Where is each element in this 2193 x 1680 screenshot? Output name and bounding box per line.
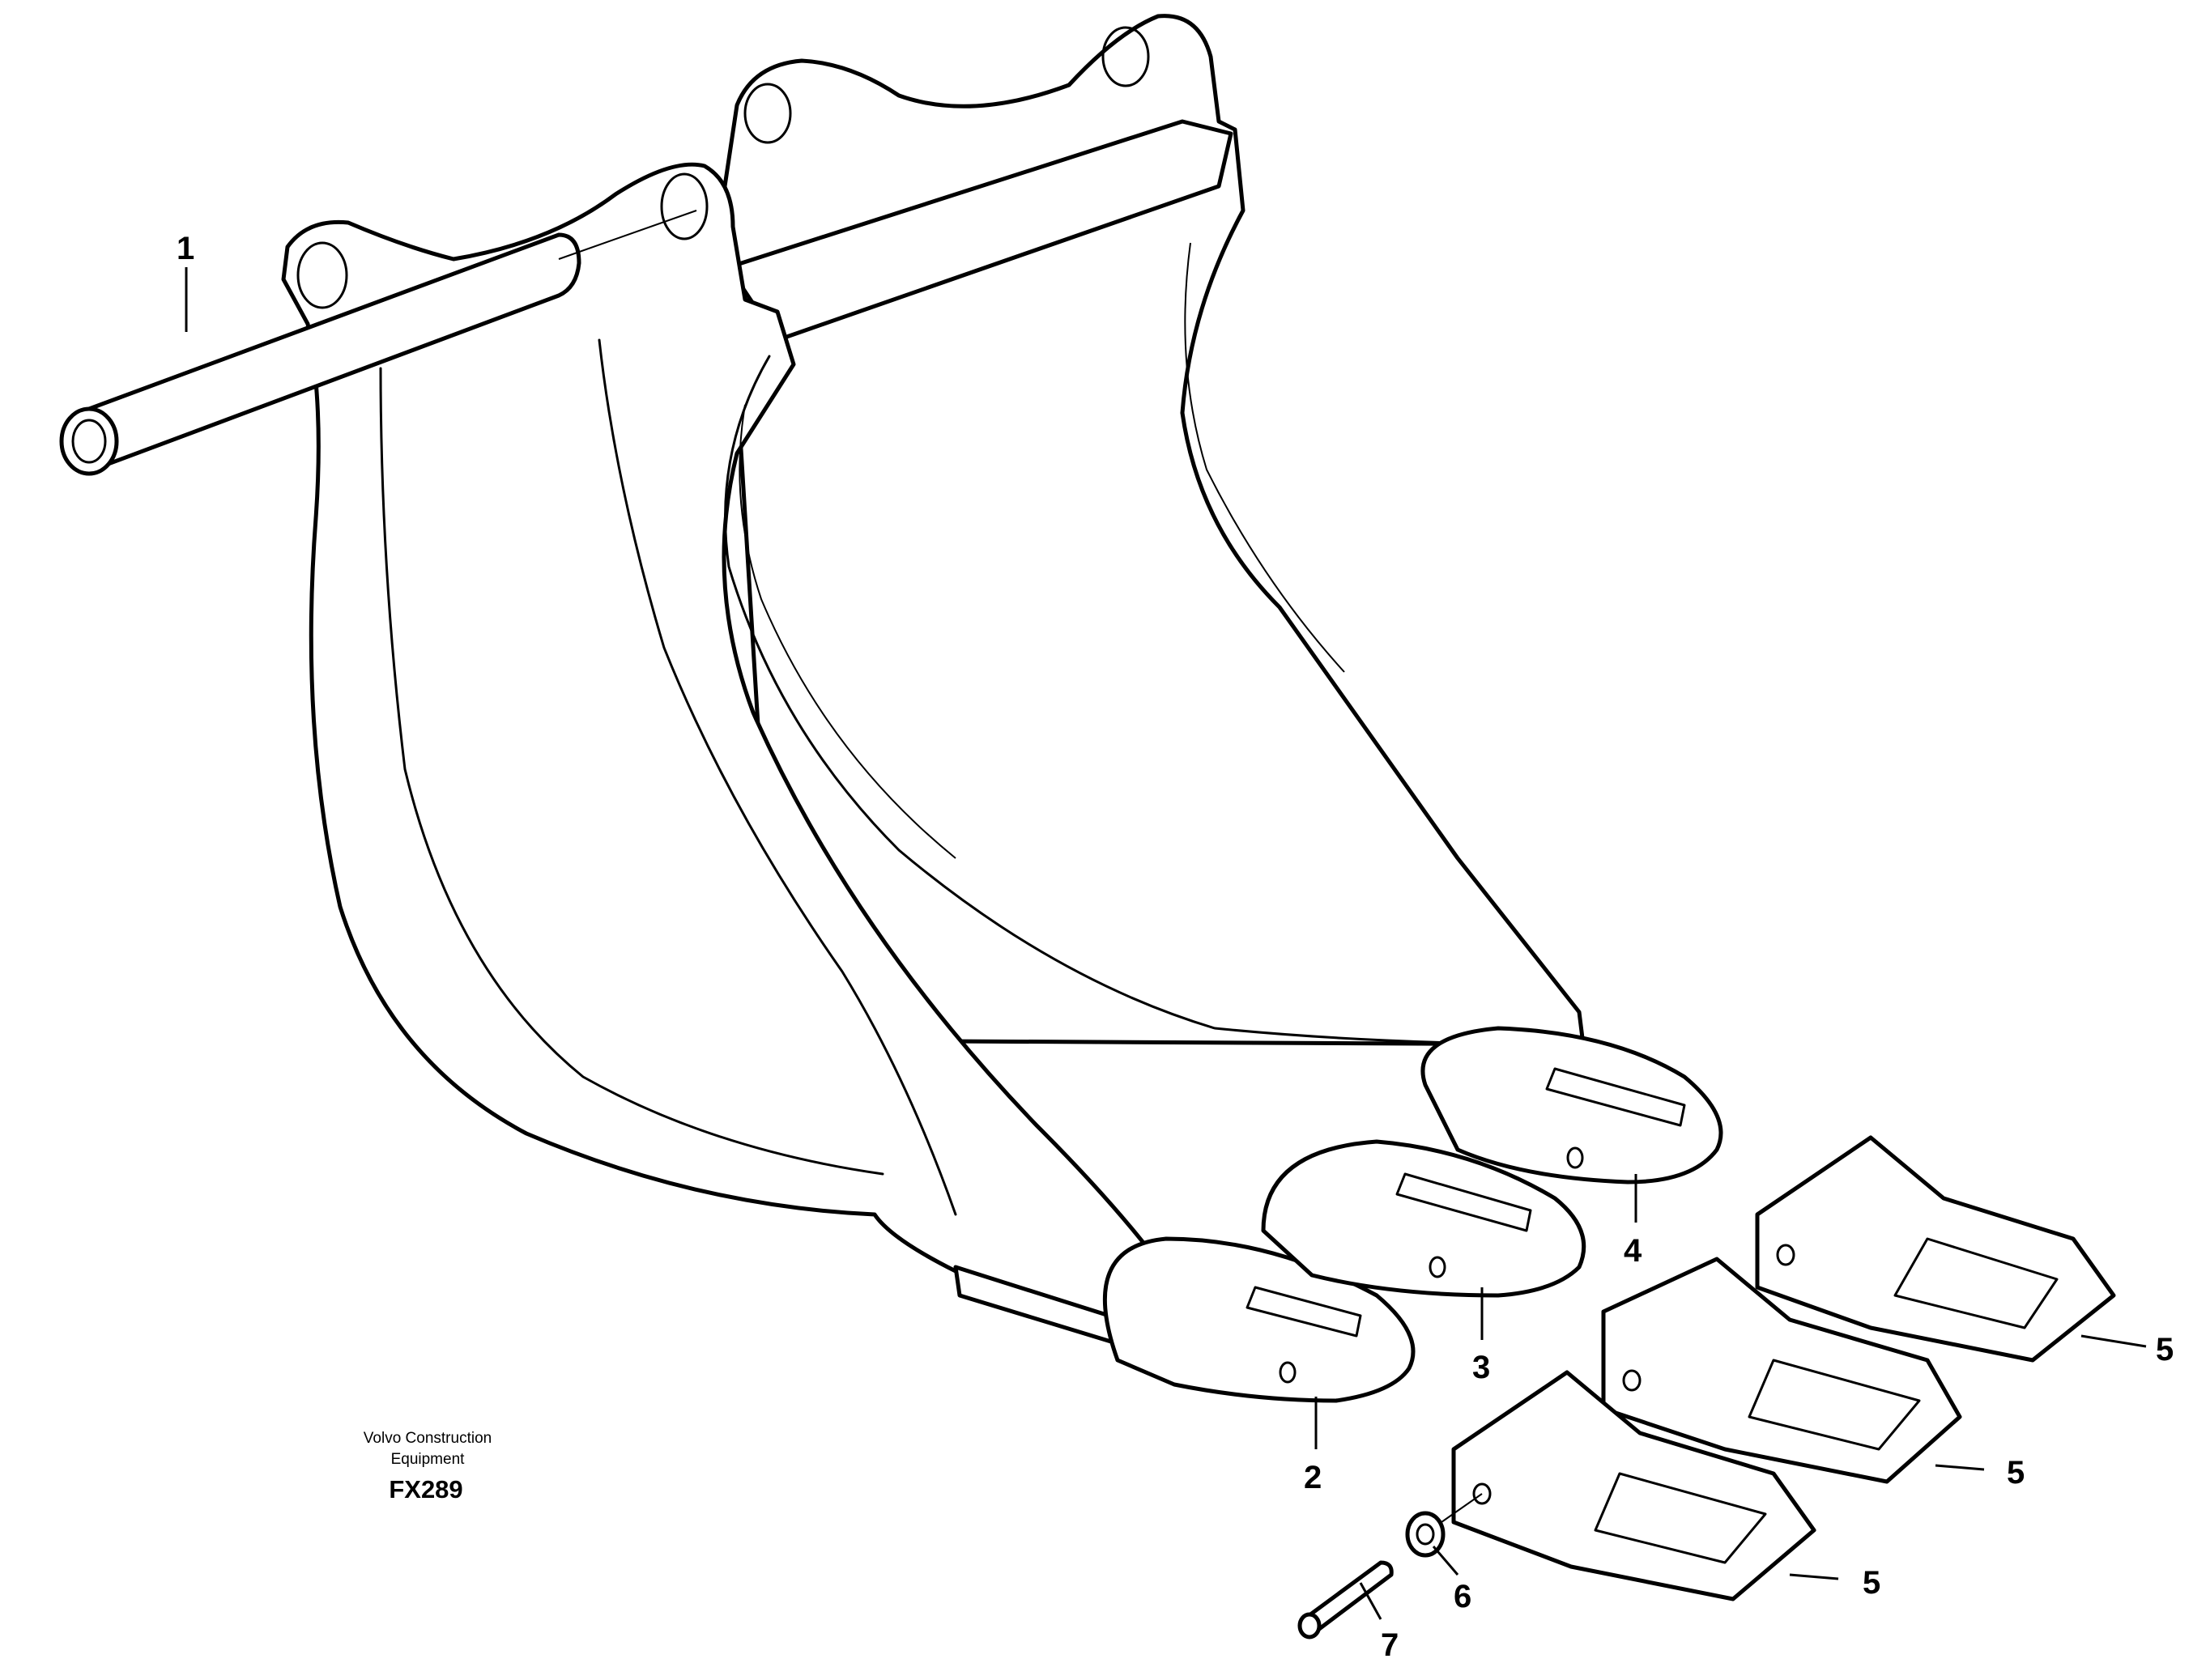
washer-part-6 [1405,1493,1483,1558]
diagram-caption: Volvo Construction Equipment FX289 [364,1430,492,1503]
caption-line-2: Equipment [391,1451,466,1468]
callout-5-top: 5 [2156,1332,2174,1367]
leader-lines [185,267,2147,1620]
callout-5-bottom: 5 [1863,1565,1880,1601]
tooth-part-5-bottom [1451,1370,1816,1601]
adapter-part-3 [1261,1139,1586,1298]
figure-code: FX289 [389,1475,462,1503]
pin-part-1 [59,210,697,476]
caption-line-1: Volvo Construction [364,1430,492,1447]
callout-7: 7 [1381,1627,1399,1663]
callout-1: 1 [177,231,194,266]
callout-labels: 1 2 3 4 5 5 5 6 7 [177,231,2174,1663]
roll-pin-part-7 [1297,1560,1394,1640]
adapter-part-4 [1420,1026,1723,1185]
callout-5-middle: 5 [2007,1455,2025,1491]
callout-6: 6 [1454,1579,1471,1614]
tooth-part-5-top [1755,1135,2116,1363]
callout-3: 3 [1472,1350,1490,1385]
callout-2: 2 [1304,1460,1322,1495]
tooth-part-5-middle [1601,1257,1962,1484]
callout-4: 4 [1624,1233,1642,1269]
